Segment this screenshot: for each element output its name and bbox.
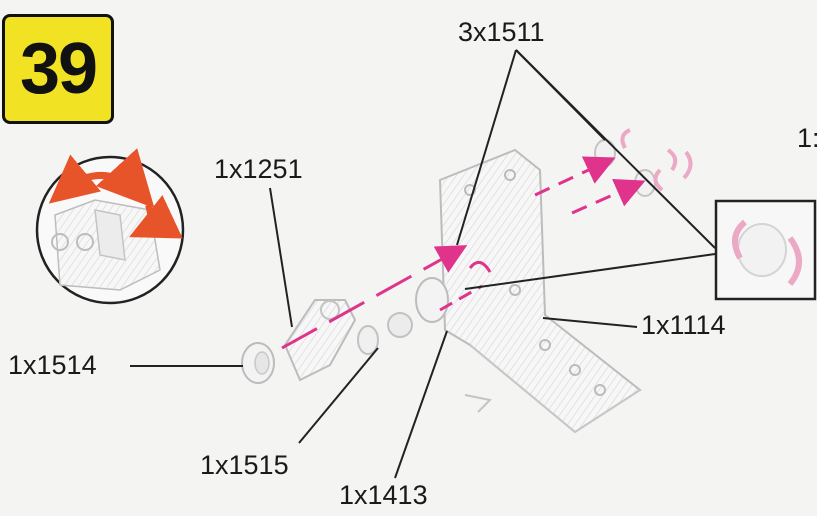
- spacer-1413: [415, 277, 449, 323]
- rotation-inset: [35, 148, 185, 305]
- leader-lines: [130, 49, 716, 479]
- nut-group-1511: [594, 128, 693, 197]
- bracket-plate-1114: [438, 148, 642, 434]
- label-part-1114: 1x1114: [641, 310, 726, 340]
- label-part-1511: 3x1511: [458, 17, 545, 47]
- assembly-arrow-icon: [281, 156, 646, 350]
- nut-detail-icon: [714, 199, 817, 301]
- step-number-badge: 39: [2, 14, 114, 124]
- bracket-part-1251: [283, 299, 357, 382]
- label-part-1515: 1x1515: [200, 450, 289, 480]
- label-part-1514: 1x1514: [8, 350, 97, 380]
- washer-1515: [357, 312, 413, 355]
- label-part-1413: 1x1413: [339, 480, 428, 510]
- label-part-1251: 1x1251: [214, 154, 303, 184]
- screw-1514: [241, 342, 275, 384]
- label-offpage-partial: 1:: [797, 123, 817, 153]
